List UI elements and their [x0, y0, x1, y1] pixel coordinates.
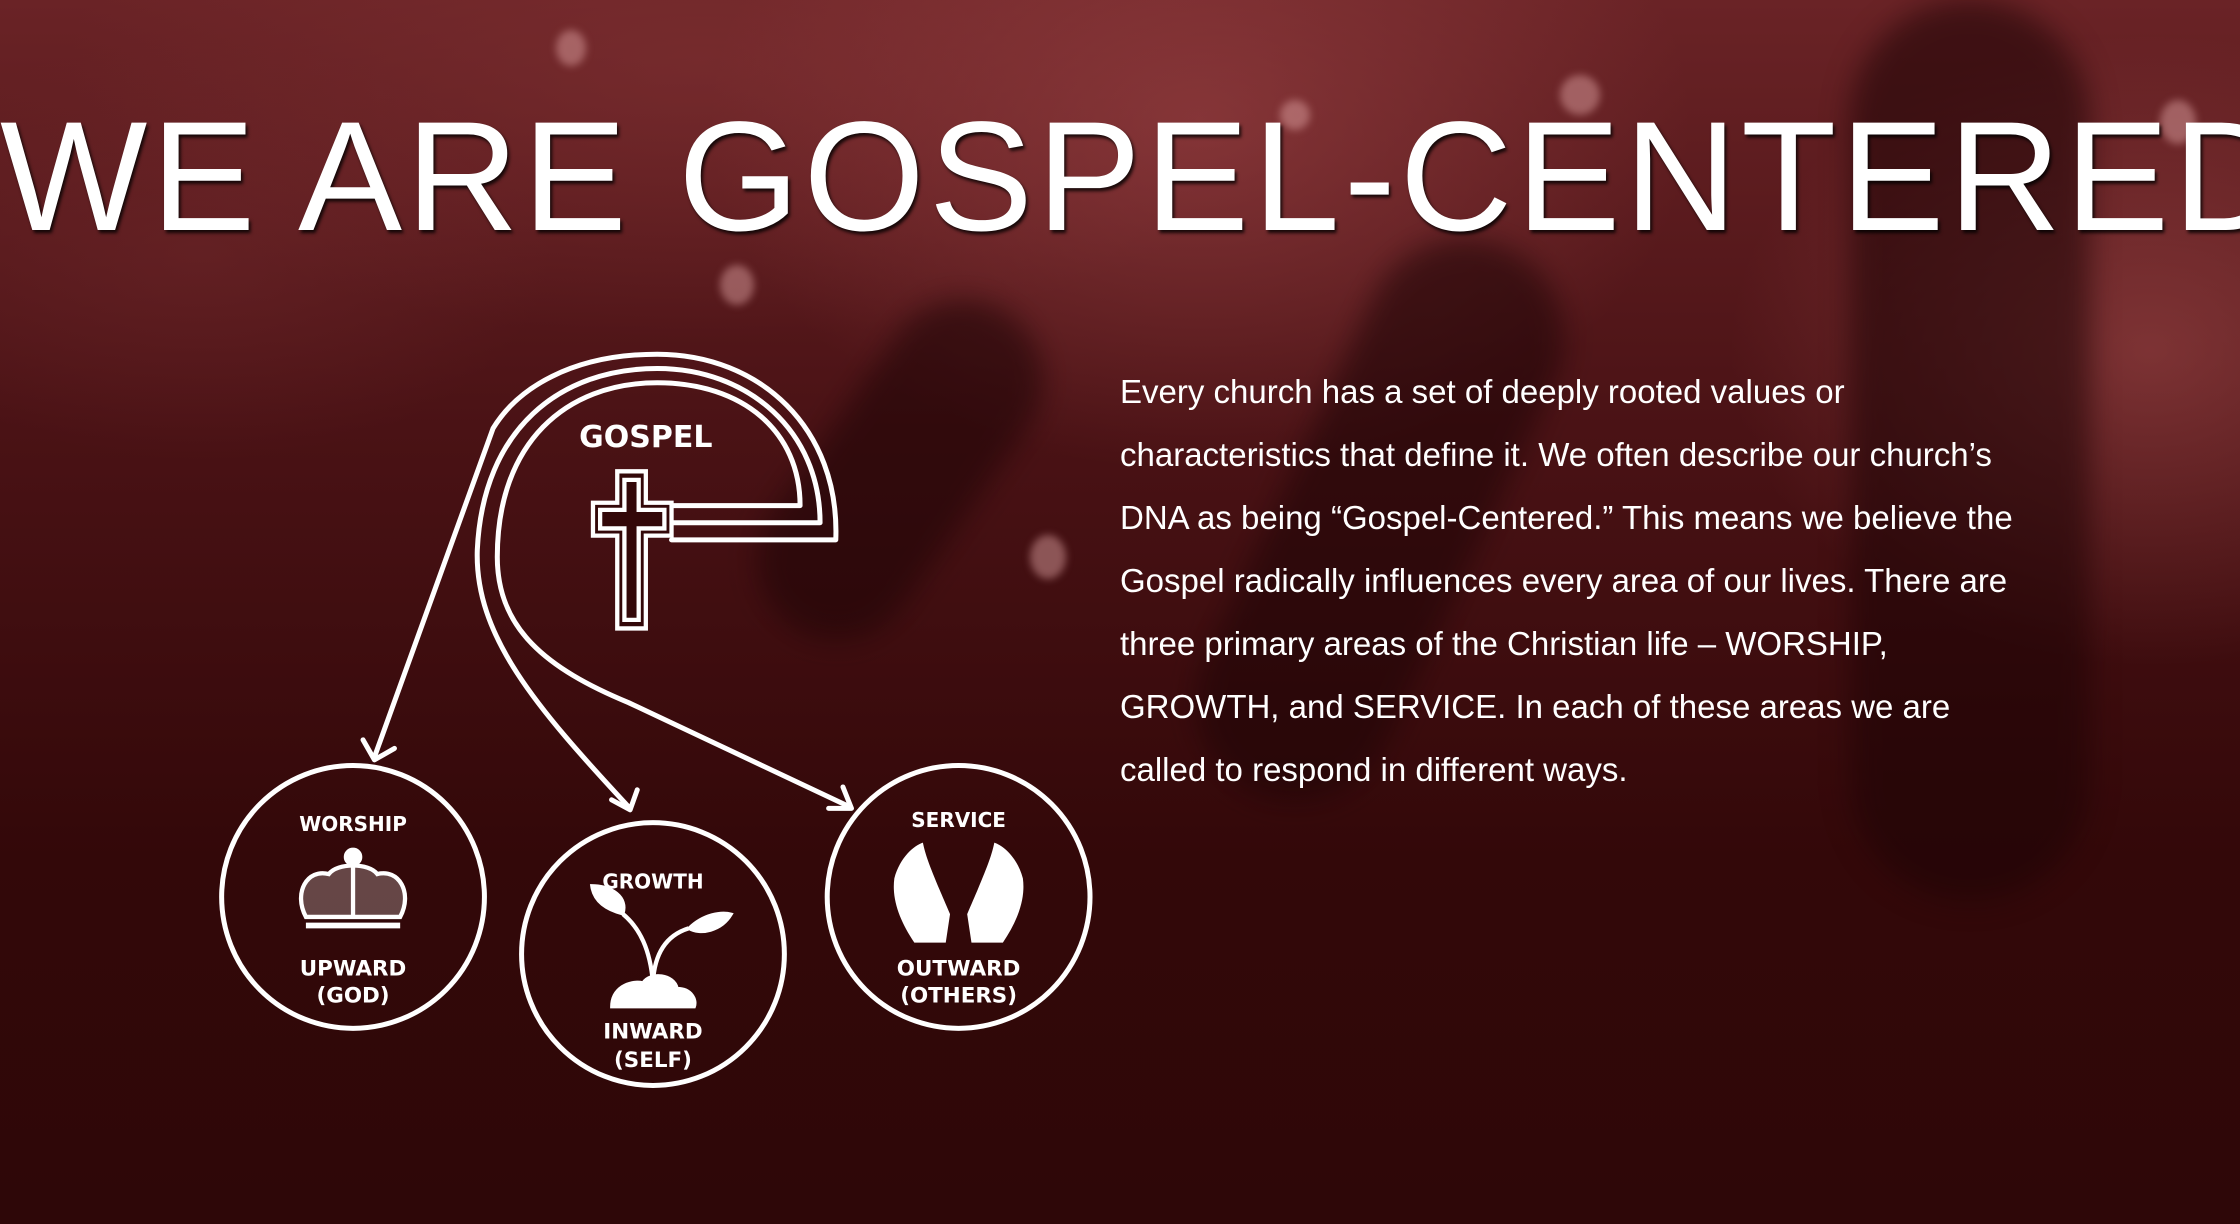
arrow-head: [826, 784, 854, 811]
crown-icon: [298, 847, 408, 929]
arrow-head: [360, 737, 397, 763]
bokeh-light: [1280, 100, 1310, 130]
sprout-icon: [589, 884, 734, 1009]
bokeh-light: [720, 265, 754, 305]
bokeh-light: [556, 30, 586, 66]
bokeh-light: [1030, 535, 1066, 579]
arrow-to-service: [494, 380, 853, 810]
bokeh-light: [2160, 100, 2196, 144]
open-hands-icon: [893, 842, 1024, 943]
growth-object: (SELF): [614, 1048, 692, 1073]
growth-circle: [519, 820, 787, 1088]
cross-icon: [590, 469, 674, 631]
page-title: WE ARE GOSPEL-CENTERED: [0, 90, 2240, 264]
worship-object: (GOD): [316, 984, 389, 1009]
gospel-label: GOSPEL: [579, 420, 712, 455]
intro-paragraph: Every church has a set of deeply rooted …: [1120, 373, 2013, 788]
arrow-to-growth: [474, 365, 823, 810]
worship-label: WORSHIP: [299, 812, 407, 836]
growth-direction: INWARD: [603, 1019, 702, 1044]
bokeh-light: [1560, 75, 1600, 115]
arrow-to-worship: [371, 351, 839, 760]
service-label: SERVICE: [911, 808, 1006, 832]
growth-label: GROWTH: [602, 869, 703, 893]
arrow-head: [609, 787, 640, 813]
worship-circle: [219, 763, 487, 1031]
service-direction: OUTWARD: [897, 956, 1021, 981]
service-object: (OTHERS): [900, 984, 1017, 1009]
service-circle: [824, 763, 1093, 1031]
hand-silhouette: [1850, 0, 2090, 900]
worship-direction: UPWARD: [300, 956, 407, 981]
